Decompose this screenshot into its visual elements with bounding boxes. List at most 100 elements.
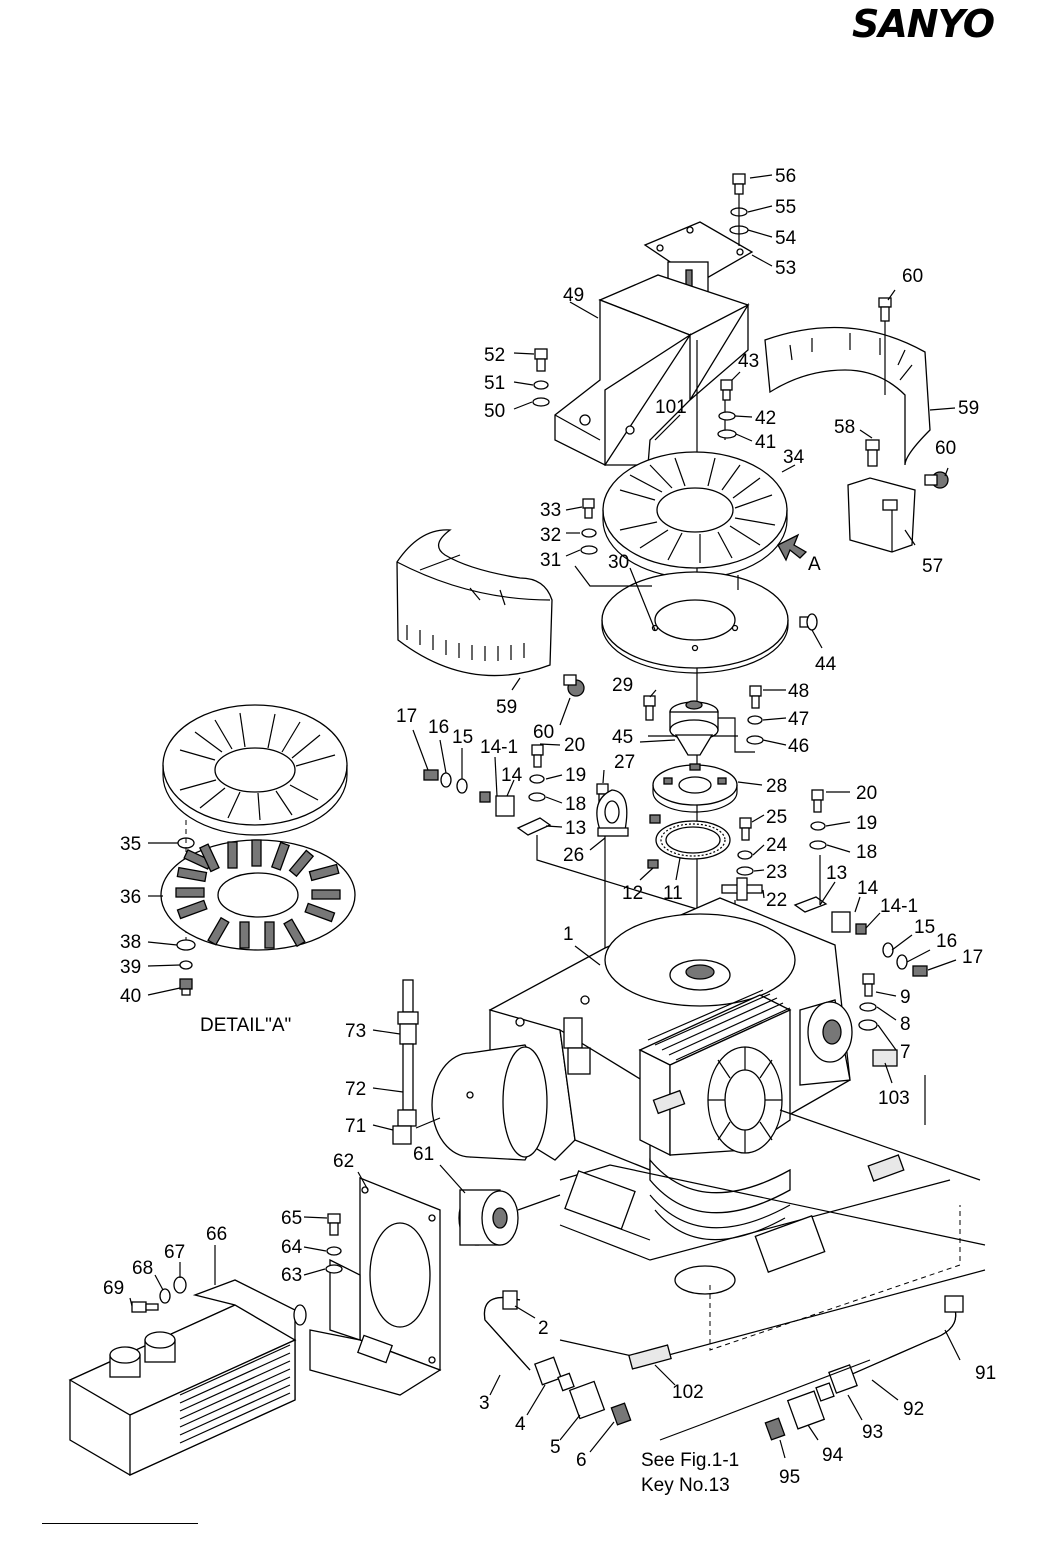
see-fig-line-2: Key No.13: [641, 1475, 730, 1496]
callout-95: 95: [779, 1467, 800, 1488]
callout-102: 102: [672, 1382, 704, 1403]
callout-72: 72: [345, 1079, 366, 1100]
fastener-stack-56-54: [729, 173, 749, 246]
callout-52: 52: [484, 345, 505, 366]
part-34-rotary-table: [602, 451, 788, 579]
part-1-gearbox-fins: [638, 989, 792, 1241]
callout-93: 93: [862, 1422, 883, 1443]
callout-16-right: 16: [936, 931, 957, 952]
callout-44: 44: [815, 654, 837, 675]
sanyo-logo: SANYO: [852, 2, 995, 46]
callout-15-left: 15: [452, 727, 473, 748]
callout-22: 22: [766, 890, 787, 911]
part-44-plug: [799, 613, 818, 631]
callout-61: 61: [413, 1144, 434, 1165]
callout-60: 60: [902, 266, 923, 287]
callout-5: 5: [550, 1437, 561, 1458]
detail-a-caption: DETAIL"A": [200, 1015, 291, 1036]
part-59-left-cover: [396, 529, 553, 677]
part-49-motor-bracket: [554, 274, 750, 467]
callout-32: 32: [540, 525, 561, 546]
callout-9: 9: [900, 987, 911, 1008]
callout-14-1-right: 14-1: [880, 896, 918, 917]
fastener-stack-15-17-left: [423, 769, 468, 794]
part-58-bolt: [865, 439, 880, 467]
footnote-rule: [42, 1523, 198, 1524]
callout-23: 23: [766, 862, 787, 883]
fastener-stack-15-17-right: [882, 942, 928, 977]
callout-91: 91: [975, 1363, 996, 1384]
fastener-stack-33-31: [580, 498, 598, 555]
callout-57: 57: [922, 556, 943, 577]
part-60-bolt-side: [924, 471, 949, 489]
callout-59-left: 59: [496, 697, 517, 718]
piping-assembly-left: [483, 1290, 632, 1426]
callout-14-right: 14: [857, 878, 879, 899]
callout-11: 11: [663, 883, 683, 904]
part-57-bracket: [847, 477, 916, 553]
callout-19-right: 19: [856, 813, 877, 834]
callout-71: 71: [345, 1116, 366, 1137]
callout-6: 6: [576, 1450, 587, 1471]
callout-53: 53: [775, 258, 796, 279]
fastener-stack-65-63: [325, 1213, 343, 1274]
callout-13-left: 13: [565, 818, 586, 839]
callout-7: 7: [900, 1042, 911, 1063]
part-60-bolt-left: [563, 674, 585, 697]
part-28-plate: [652, 763, 738, 813]
part-59-right-cover: [764, 326, 931, 466]
callout-25: 25: [766, 807, 787, 828]
callout-67: 67: [164, 1242, 185, 1263]
part-13-14-switch-left: [479, 791, 552, 836]
callout-24: 24: [766, 835, 788, 856]
callout-31: 31: [540, 550, 561, 571]
fastener-stack-9-7: [858, 973, 878, 1031]
callout-34: 34: [783, 447, 805, 468]
part-29-bolt: [643, 695, 656, 721]
callout-62: 62: [333, 1151, 354, 1172]
callout-103: 103: [878, 1088, 910, 1109]
callout-33: 33: [540, 500, 561, 521]
callout-47: 47: [788, 709, 809, 730]
callout-51: 51: [484, 373, 505, 394]
callout-26: 26: [563, 845, 584, 866]
callout-55: 55: [775, 197, 796, 218]
callout-58: 58: [834, 417, 855, 438]
callout-16-left: 16: [428, 717, 449, 738]
callout-18-left: 18: [565, 794, 586, 815]
callout-56: 56: [775, 166, 796, 187]
callout-40: 40: [120, 986, 141, 1007]
callout-4: 4: [515, 1414, 526, 1435]
piping-assembly-right: [764, 1295, 964, 1441]
part-36-slot-plate: [160, 839, 356, 951]
callout-49: 49: [563, 285, 584, 306]
fastener-stack-43-41: [717, 379, 737, 439]
leader-lines: [129, 174, 961, 1459]
callout-73: 73: [345, 1021, 366, 1042]
callout-8: 8: [900, 1014, 911, 1035]
callout-20-left: 20: [564, 735, 585, 756]
part-103-label: [872, 1049, 898, 1067]
view-a-label: A: [808, 554, 821, 575]
callout-2: 2: [538, 1318, 549, 1339]
part-11-bearing-ring: [655, 820, 731, 860]
callout-36: 36: [120, 887, 141, 908]
callout-42: 42: [755, 408, 776, 429]
callout-50: 50: [484, 401, 505, 422]
detail-a-plate: [162, 704, 348, 836]
callout-27: 27: [614, 752, 635, 773]
callout-68: 68: [132, 1258, 153, 1279]
callout-15-right: 15: [914, 917, 935, 938]
callout-69: 69: [103, 1278, 124, 1299]
view-a-arrow: [777, 533, 808, 562]
callout-64: 64: [281, 1237, 303, 1258]
callout-18-right: 18: [856, 842, 877, 863]
housing-valve: [563, 1017, 591, 1075]
callout-92: 92: [903, 1399, 924, 1420]
callout-14-1-left: 14-1: [480, 737, 518, 758]
side-drum-housing: [431, 1044, 548, 1161]
part-73-72-71-rod-assembly: [392, 979, 441, 1145]
callout-48: 48: [788, 681, 809, 702]
